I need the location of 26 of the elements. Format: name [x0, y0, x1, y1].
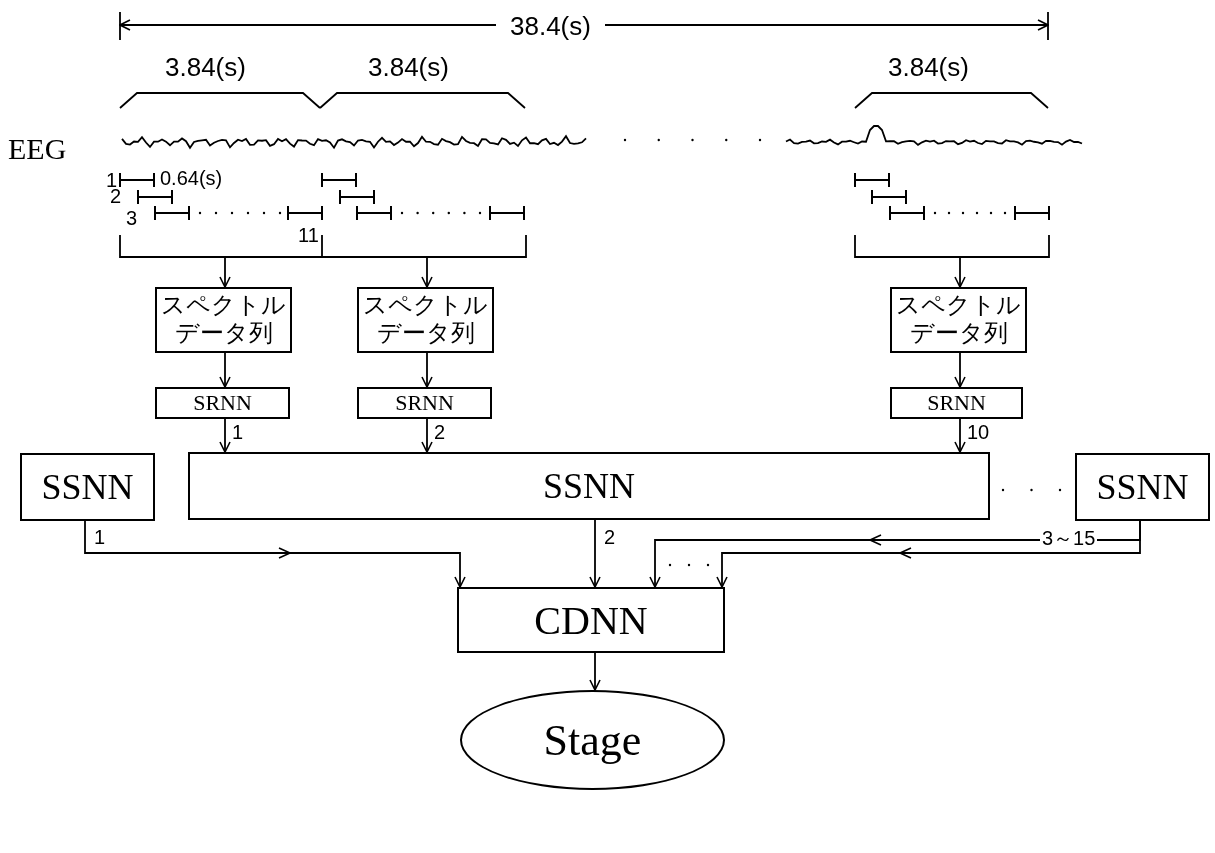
network-box: SRNN [357, 387, 492, 419]
network-box: SRNN [155, 387, 290, 419]
duration-label: 3.84(s) [368, 54, 449, 80]
network-box: CDNN [457, 587, 725, 653]
network-box: SRNN [890, 387, 1023, 419]
spectrum-data-box: スペクトルデータ列 [890, 287, 1027, 353]
segment-number: 3 [126, 208, 138, 228]
stage-ellipse: Stage [460, 690, 725, 790]
duration-label: 3.84(s) [165, 54, 246, 80]
network-box: SSNN [1075, 453, 1210, 521]
signal-label: EEG [8, 134, 67, 164]
spectrum-data-box: スペクトルデータ列 [357, 287, 494, 353]
duration-label: 3.84(s) [888, 54, 969, 80]
duration-label: 38.4(s) [496, 13, 605, 39]
edge-label: 3～15 [1040, 528, 1098, 548]
edge-label: 2 [432, 422, 448, 442]
edge-label: 1 [230, 422, 246, 442]
edge-label: 10 [965, 422, 992, 442]
network-box: SSNN [20, 453, 155, 521]
edge-label: 2 [602, 527, 618, 547]
bracket [854, 235, 1050, 258]
duration-label: 0.64(s) [160, 168, 223, 188]
spectrum-data-box: スペクトルデータ列 [155, 287, 292, 353]
network-box: SSNN [188, 452, 990, 520]
segment-number: 11 [298, 225, 319, 245]
edge-label: 1 [92, 527, 108, 547]
